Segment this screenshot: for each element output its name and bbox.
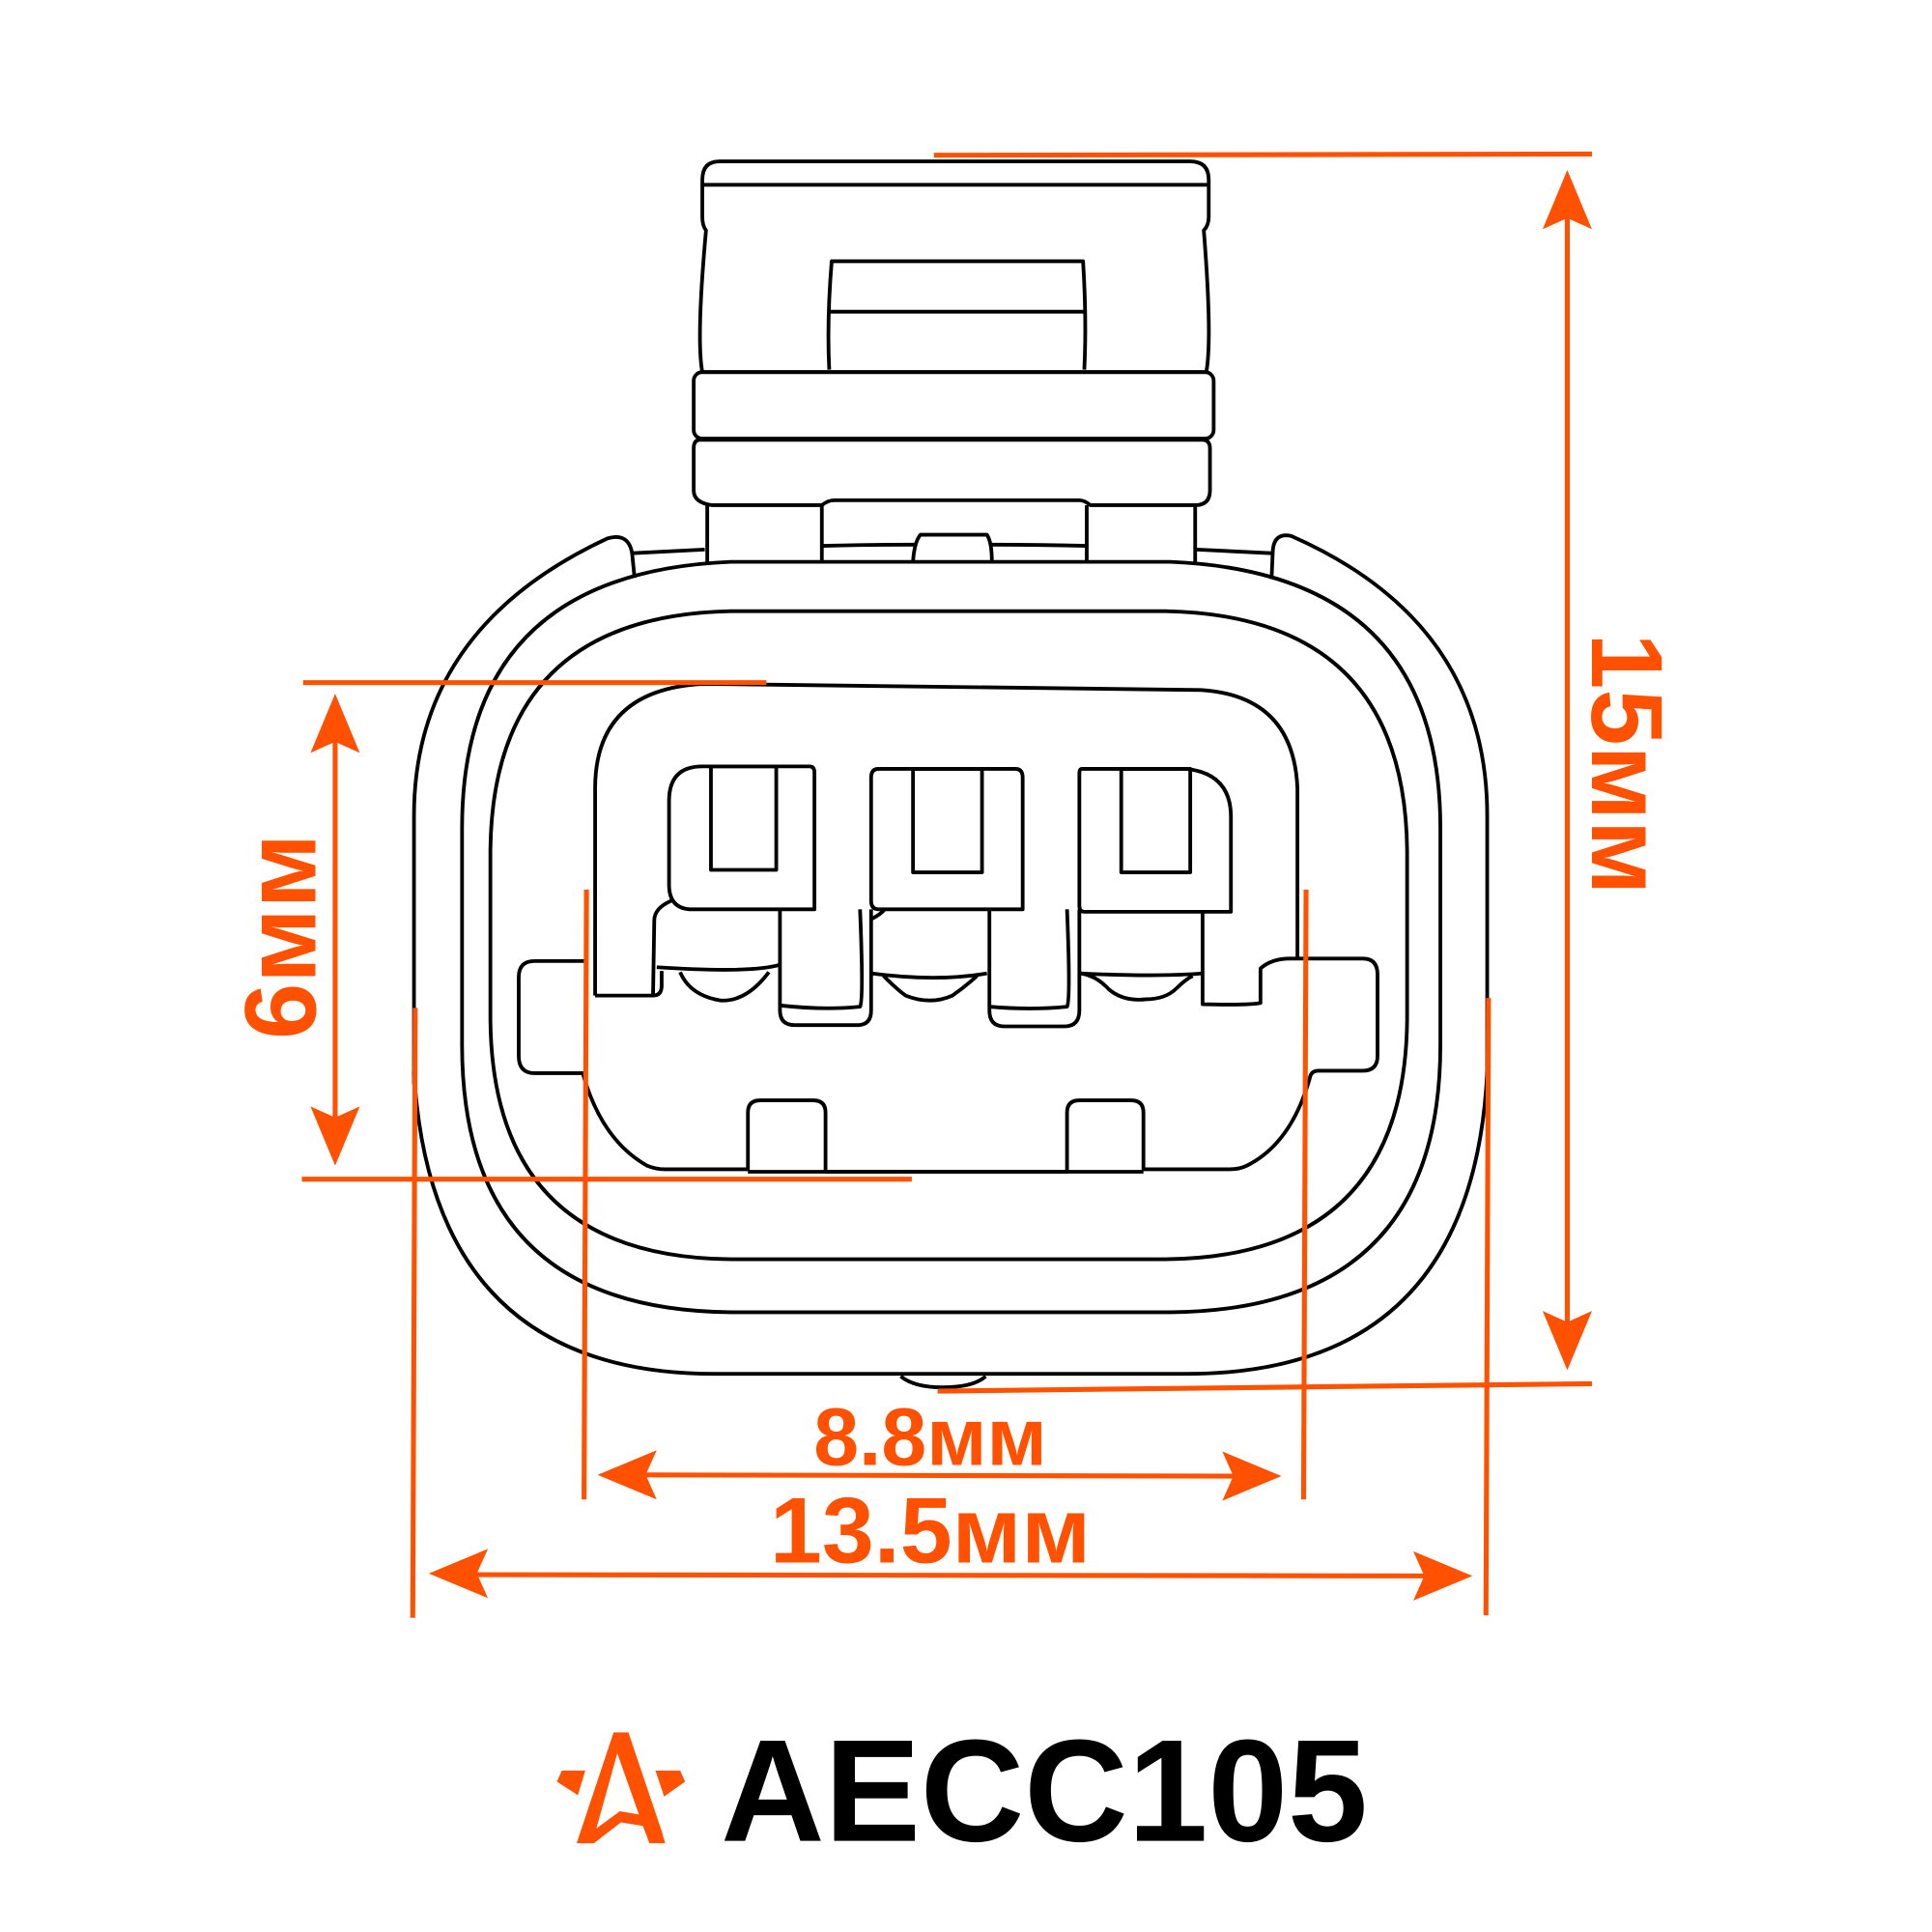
arrow-down-icon: [310, 1106, 360, 1166]
arrow-right-icon: [1222, 1451, 1282, 1501]
dimension-label-13-5mm: 13.5мм: [770, 1477, 1091, 1582]
dimension-label-6mm: 6мм: [225, 834, 338, 1039]
dimension-height-total: 15мм: [933, 151, 1683, 1394]
arrow-left-icon: [597, 1450, 657, 1500]
arrow-left-icon: [428, 1548, 489, 1599]
arrow-down-icon: [1542, 1311, 1592, 1371]
dimension-width-inner: 8.8мм: [582, 889, 1309, 1501]
arrow-up-icon: [310, 694, 360, 753]
dimension-width-total: 13.5мм: [410, 998, 1492, 1618]
brand-logo: AECC105: [556, 1710, 1368, 1872]
arrow-up-icon: [1542, 170, 1592, 230]
arrow-right-icon: [1413, 1550, 1473, 1601]
dimension-height-cavity: 6мм: [225, 680, 912, 1182]
dimension-label-8-8mm: 8.8мм: [813, 1392, 1047, 1483]
connector-outline: [412, 159, 1490, 1390]
star-logo-icon: [556, 1732, 686, 1844]
product-code: AECC105: [721, 1710, 1368, 1872]
dimension-label-15mm: 15мм: [1570, 633, 1683, 895]
